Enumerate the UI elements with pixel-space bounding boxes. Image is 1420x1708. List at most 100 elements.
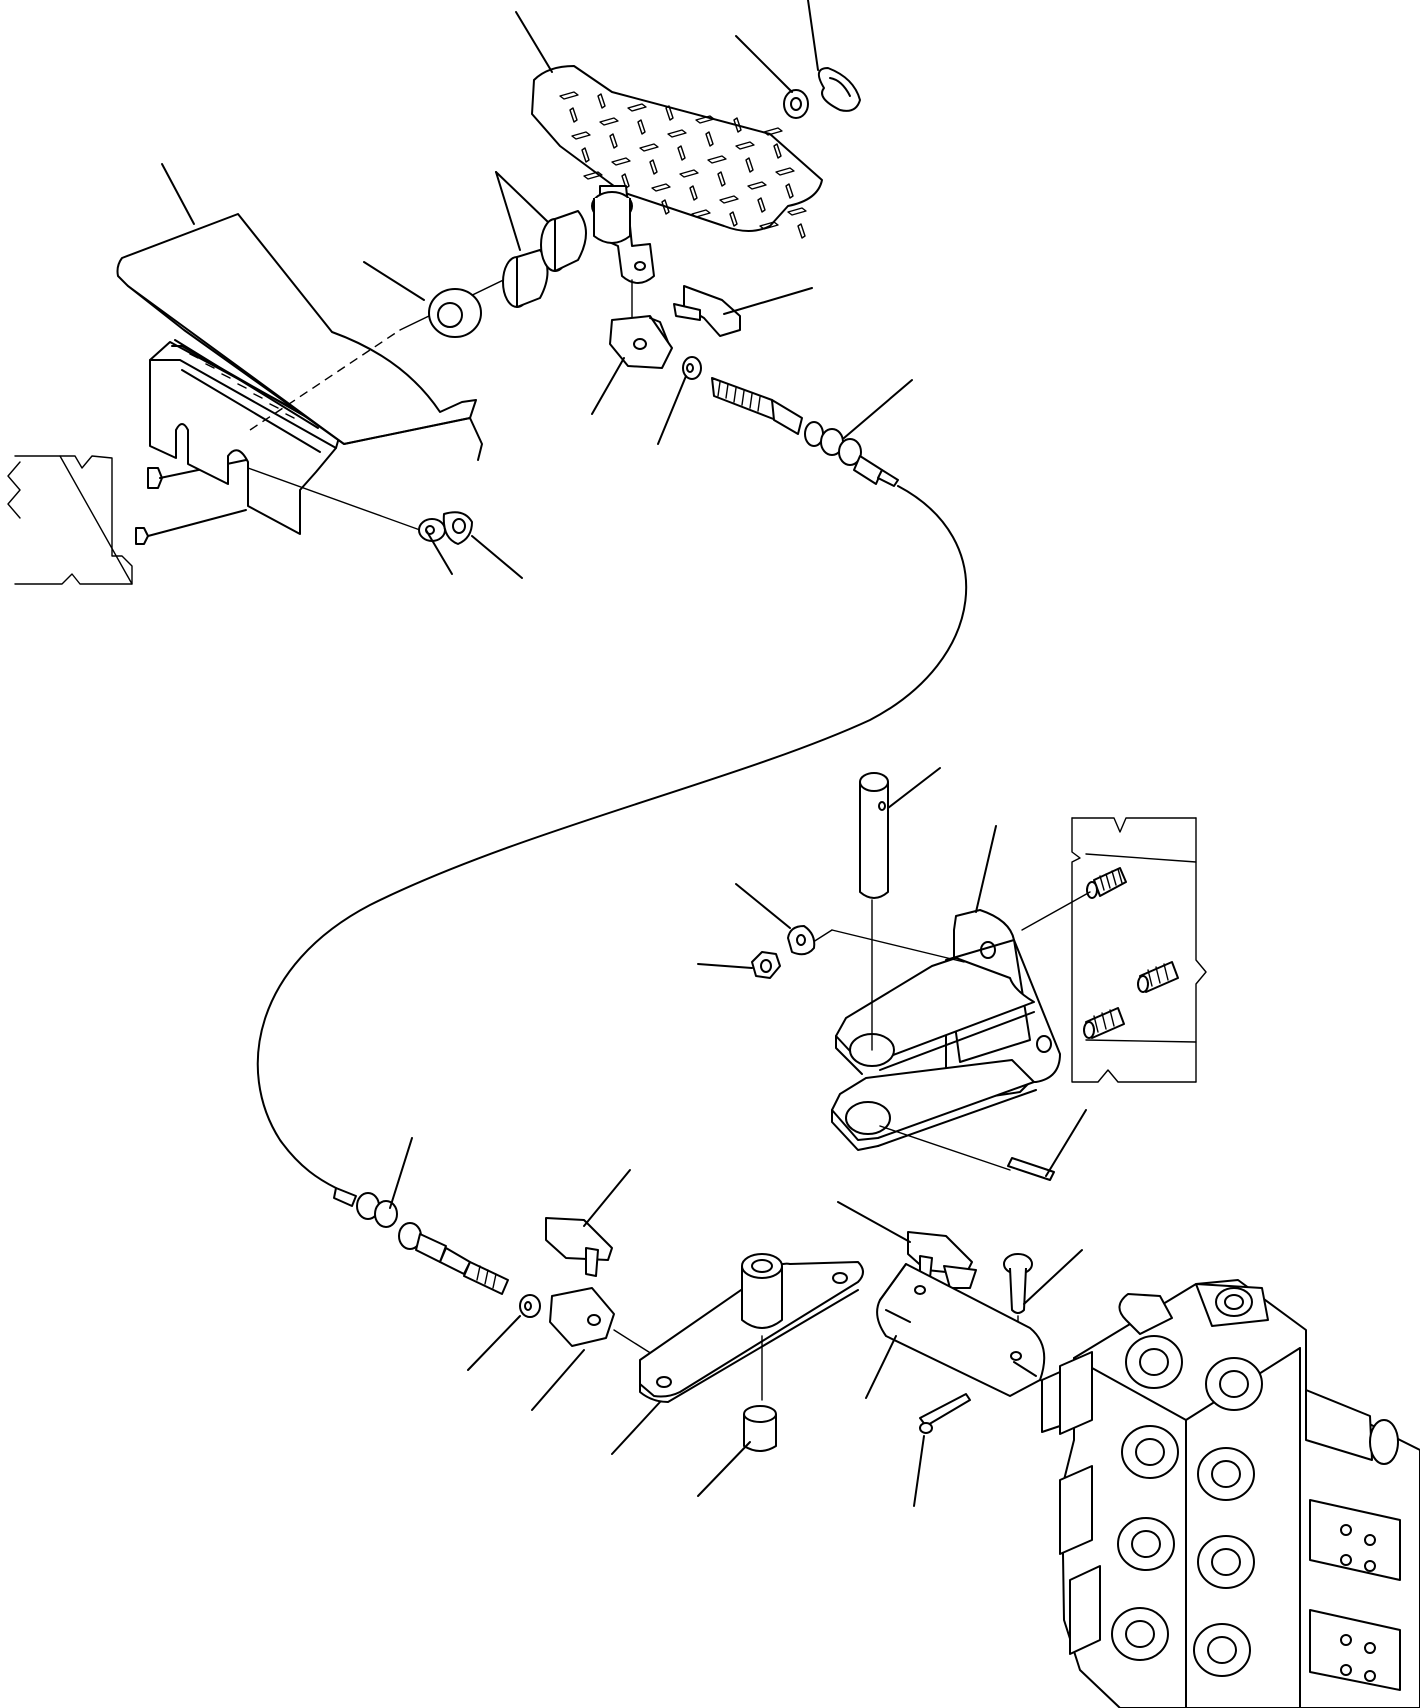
tread-groove <box>584 172 602 179</box>
tread-groove <box>678 146 685 160</box>
lock-clip-bottom-left <box>546 1218 612 1276</box>
leader-line-11 <box>844 380 912 438</box>
tread-groove <box>612 158 630 165</box>
tread-groove <box>706 132 713 146</box>
leader-line-23 <box>468 1316 520 1370</box>
leader-line-4 <box>162 164 194 224</box>
tread-groove <box>736 142 754 149</box>
leader-line-14 <box>888 768 940 808</box>
tread-groove <box>662 200 669 214</box>
clevis-pin <box>1004 1254 1032 1352</box>
leader-line-7 <box>364 262 424 300</box>
washer-nut-top <box>419 512 472 544</box>
tread-groove <box>668 130 686 137</box>
leader-line-13 <box>472 536 522 578</box>
leader-line-26 <box>698 1442 750 1496</box>
tread-groove <box>560 92 578 99</box>
tread-groove <box>600 118 618 125</box>
tread-groove <box>776 168 794 175</box>
tread-groove <box>708 156 726 163</box>
tread-groove <box>666 106 673 120</box>
bushing-bottom <box>744 1406 776 1451</box>
leader-line-5 <box>496 172 520 250</box>
tread-groove <box>598 94 605 108</box>
leader-line-8 <box>724 288 812 314</box>
tread-groove <box>748 182 766 189</box>
leader-line-17 <box>698 964 752 968</box>
tread-groove <box>692 210 710 217</box>
lever-arm <box>640 1254 863 1402</box>
leader-line-27 <box>866 1336 896 1398</box>
cotter-pin-middle <box>880 1126 1054 1180</box>
tread-groove <box>610 134 617 148</box>
tread-groove <box>570 108 577 122</box>
nut-washer-middle <box>752 926 964 978</box>
leader-line-18 <box>1046 1110 1086 1176</box>
leader-line-19 <box>390 1138 412 1208</box>
leader-line-3 <box>808 0 818 70</box>
studs <box>1022 868 1178 1038</box>
cable-clevis-top <box>610 316 672 368</box>
cable-end-bottom <box>334 1188 508 1294</box>
pedal-arm <box>592 186 654 318</box>
chassis-fragment-right <box>1072 818 1206 1082</box>
tread-groove <box>758 198 765 212</box>
pivot-bearing <box>400 211 586 337</box>
tread-groove <box>572 132 590 139</box>
nut-bottom <box>520 1295 540 1317</box>
hinge-detail <box>175 340 420 530</box>
leader-line-12 <box>426 530 452 574</box>
tread-groove <box>764 128 782 135</box>
tread-groove <box>628 104 646 111</box>
pedal-bracket <box>150 342 340 534</box>
tread-groove <box>798 224 805 238</box>
cable-end-top <box>712 378 898 486</box>
tread-groove <box>622 174 629 188</box>
tread-groove <box>638 120 645 134</box>
tread-groove <box>760 222 778 229</box>
nut-top <box>683 357 701 379</box>
leader-line-21 <box>838 1202 910 1242</box>
cotter-pin-bottom <box>920 1394 970 1433</box>
tread-groove <box>696 116 714 123</box>
pivot-axis-dashed <box>250 330 400 430</box>
leader-line-15 <box>976 826 996 912</box>
tread-groove <box>640 144 658 151</box>
tread-groove <box>786 184 793 198</box>
checker-plate-footrest <box>532 66 822 238</box>
tread-groove <box>650 160 657 174</box>
leader-line-1 <box>516 12 552 72</box>
leader-line-2 <box>736 36 792 92</box>
leader-line-20 <box>584 1170 630 1226</box>
tread-groove <box>788 208 806 215</box>
pedal-cover <box>118 214 483 460</box>
tread-groove <box>730 212 737 226</box>
lock-clip-top <box>674 286 740 336</box>
tread-groove <box>746 158 753 172</box>
tread-groove <box>774 144 781 158</box>
tread-groove <box>718 172 725 186</box>
tread-groove <box>690 186 697 200</box>
leader-line-22 <box>1024 1250 1082 1304</box>
leader-line-6 <box>496 172 548 222</box>
callout-leader-lines <box>162 0 1086 1506</box>
leader-line-16 <box>736 884 790 928</box>
mounting-bracket <box>832 910 1060 1150</box>
washer-snap-ring <box>784 68 860 118</box>
mounting-bolts-top <box>136 460 246 544</box>
lock-clip-bottom-right <box>908 1232 976 1288</box>
leader-line-9 <box>592 358 624 414</box>
pivot-pin <box>860 773 888 1050</box>
leader-line-24 <box>532 1350 584 1410</box>
control-cable <box>258 486 966 1188</box>
tread-groove <box>720 196 738 203</box>
control-valve <box>1042 1280 1420 1708</box>
tread-groove <box>734 118 741 132</box>
cable-clevis-bottom <box>550 1288 652 1354</box>
leader-line-25 <box>612 1402 660 1454</box>
tread-groove <box>582 148 589 162</box>
leader-line-10 <box>658 376 686 444</box>
tread-groove <box>680 170 698 177</box>
leader-line-28 <box>914 1436 924 1506</box>
